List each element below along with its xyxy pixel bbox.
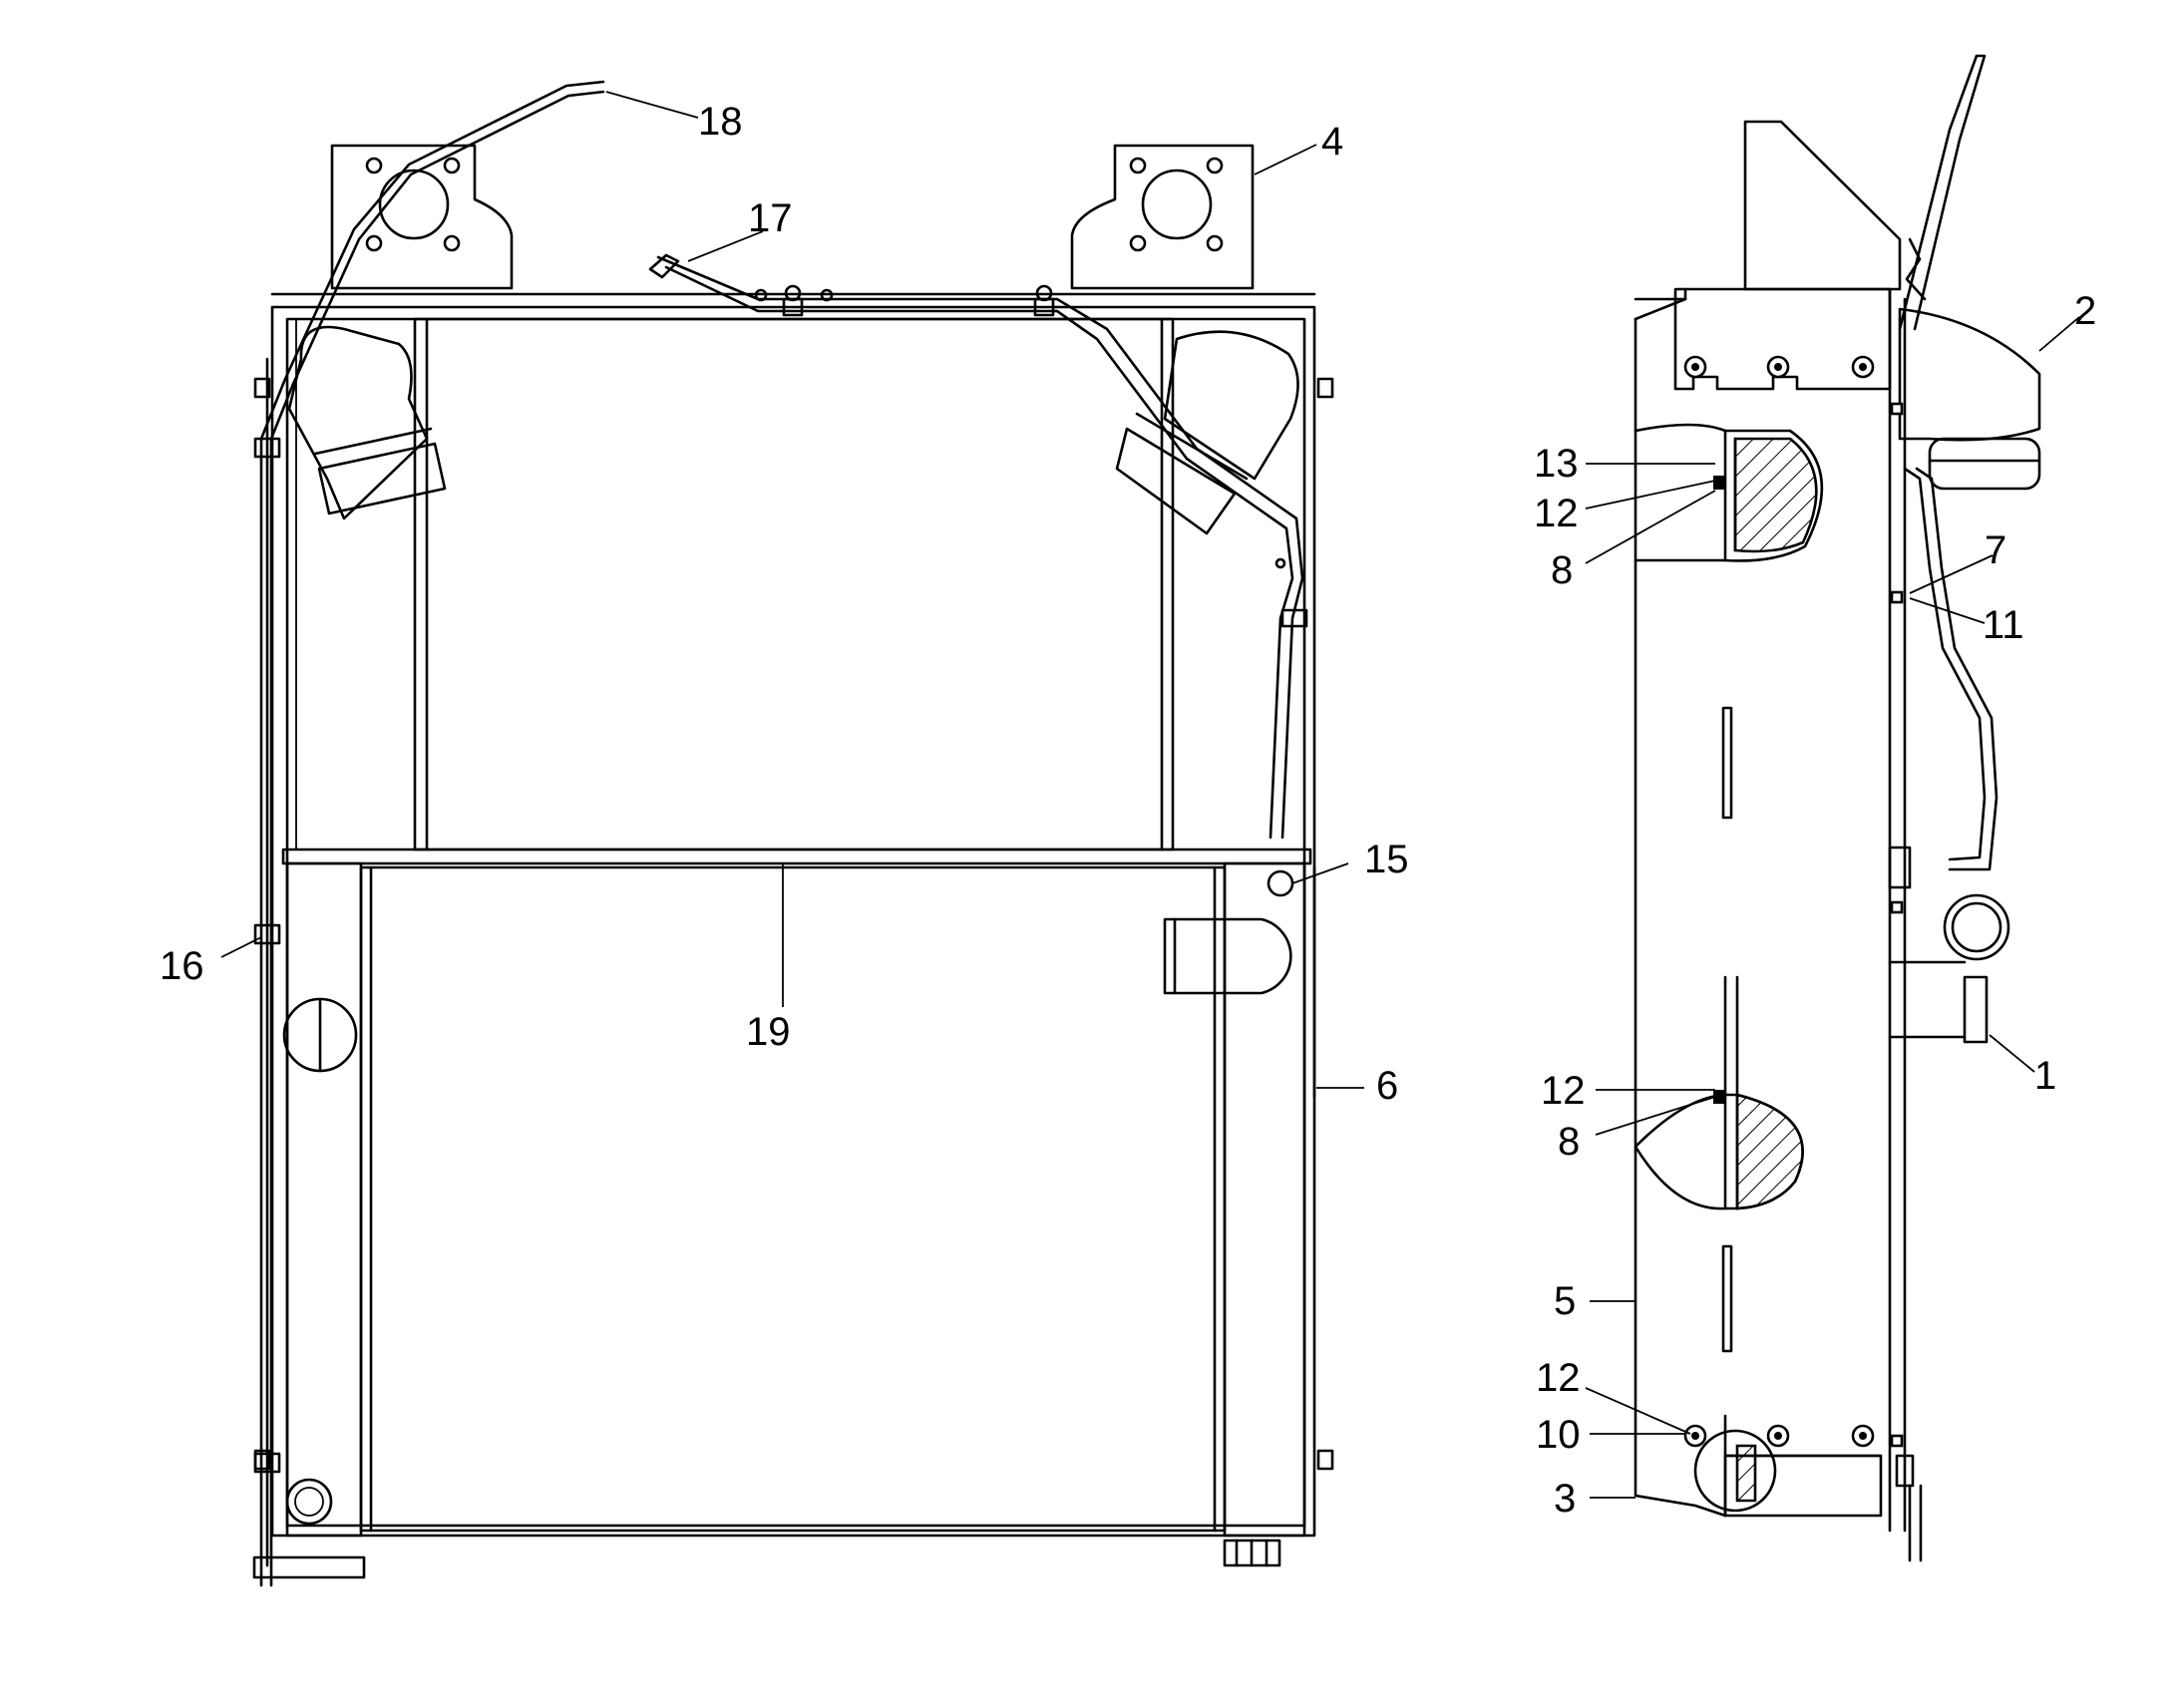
separator-bar [281,848,1312,865]
callout-2: 2 [2074,289,2096,333]
callout-labels: 18 4 17 15 16 19 6 2 7 11 1 13 12 8 12 8… [160,100,2096,1521]
callout-13: 13 [1534,442,1579,486]
callout-12-upper: 12 [1534,492,1579,535]
callout-5: 5 [1554,1279,1576,1323]
callout-6: 6 [1376,1064,1398,1108]
lower-cutaway [1634,975,1804,1210]
bottom-bracket [1683,1414,1883,1518]
front-view [252,80,1334,1587]
callout-3: 3 [1554,1477,1576,1521]
callout-12-middle: 12 [1541,1069,1586,1113]
upper-cutaway [1634,423,1824,562]
callout-4: 4 [1321,120,1343,164]
side-tank-and-tubes [1888,54,2010,1562]
callout-19: 19 [746,1010,791,1054]
air-elbow-2 [1898,307,2041,491]
callout-12-lower: 12 [1536,1356,1581,1400]
side-view [1634,54,2041,1562]
callout-17: 17 [748,196,793,240]
callout-8-upper: 8 [1551,548,1573,592]
vent-tube-18 [253,80,605,1587]
callout-16: 16 [160,944,204,988]
callout-10: 10 [1536,1413,1581,1457]
charge-air-cooler-core [295,317,1175,852]
callout-1: 1 [2034,1054,2056,1098]
callout-11: 11 [1983,603,2024,647]
mounting-brackets [330,144,1255,290]
frame-slots [1721,706,1733,1353]
top-shroud [1673,120,1902,391]
air-inlet-elbows [287,325,1299,535]
radiator-core [282,861,1316,1537]
callout-18: 18 [698,100,743,144]
vent-tube-17 [648,253,1308,897]
leader-lines [220,91,2080,1499]
callout-8-lower: 8 [1558,1120,1580,1164]
callout-15: 15 [1364,838,1409,881]
callout-7: 7 [1985,528,2006,572]
